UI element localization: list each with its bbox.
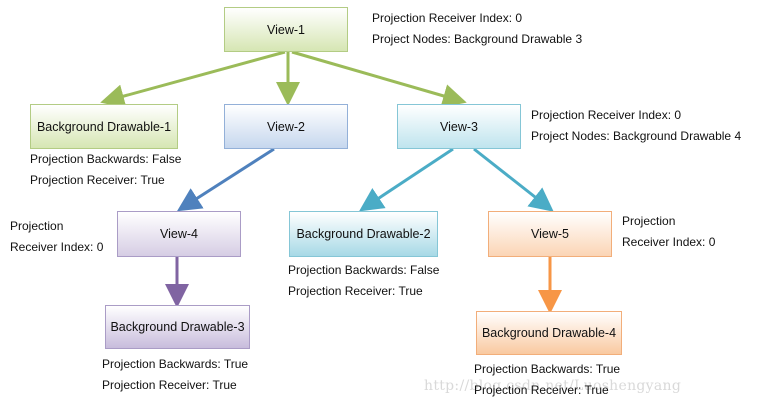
node-background-drawable-2: Background Drawable-2 [289, 211, 438, 257]
node-background-drawable-3: Background Drawable-3 [105, 305, 250, 349]
node-view-5: View-5 [488, 211, 612, 257]
edge-view3-view5 [473, 147, 554, 212]
node-view-2: View-2 [224, 104, 348, 149]
edge-view1-view3 [291, 50, 467, 108]
edge-view2-view4 [176, 147, 275, 212]
note-line: Projection Receiver Index: 0 [531, 108, 682, 122]
note-view-3: Projection Receiver Index: 0 Project Nod… [531, 105, 741, 147]
note-line: Receiver Index: 0 [622, 235, 716, 249]
node-view-4: View-4 [117, 211, 241, 257]
note-line: Projection Receiver: True [30, 173, 165, 187]
watermark: http://blog.csdn.net/Luoshengyang [424, 378, 682, 394]
node-background-drawable-4: Background Drawable-4 [476, 311, 622, 355]
node-view-3: View-3 [397, 104, 521, 149]
note-line: Receiver Index: 0 [10, 240, 104, 254]
note-line: Projection Backwards: False [288, 263, 440, 277]
note-background-drawable-2: Projection Backwards: False Projection R… [288, 260, 439, 302]
node-background-drawable-1: Background Drawable-1 [30, 104, 178, 149]
note-line: Projection [10, 219, 64, 233]
note-line: Projection Receiver: True [288, 284, 423, 298]
note-background-drawable-1: Projection Backwards: False Projection R… [30, 149, 181, 191]
note-background-drawable-3: Projection Backwards: True Projection Re… [102, 354, 248, 396]
note-view-1: Projection Receiver Index: 0 Project Nod… [372, 8, 582, 50]
note-line: Projection Backwards: True [102, 357, 249, 371]
note-line: Projection Receiver: True [474, 383, 609, 397]
note-line: Projection Backwards: True [474, 362, 621, 376]
note-line: Projection [622, 214, 676, 228]
edge-view1-bg1 [100, 50, 286, 108]
note-line: Projection Receiver: True [102, 378, 237, 392]
note-view-5: Projection Receiver Index: 0 [622, 211, 715, 253]
note-line: Project Nodes: Background Drawable 4 [531, 129, 742, 143]
note-view-4: Projection Receiver Index: 0 [10, 216, 103, 258]
node-view-1: View-1 [224, 7, 348, 52]
note-line: Projection Backwards: False [30, 152, 182, 166]
note-line: Projection Receiver Index: 0 [372, 11, 523, 25]
note-background-drawable-4: Projection Backwards: True Projection Re… [474, 359, 620, 401]
note-line: Project Nodes: Background Drawable 3 [372, 32, 583, 46]
edge-view3-bg2 [358, 147, 454, 212]
